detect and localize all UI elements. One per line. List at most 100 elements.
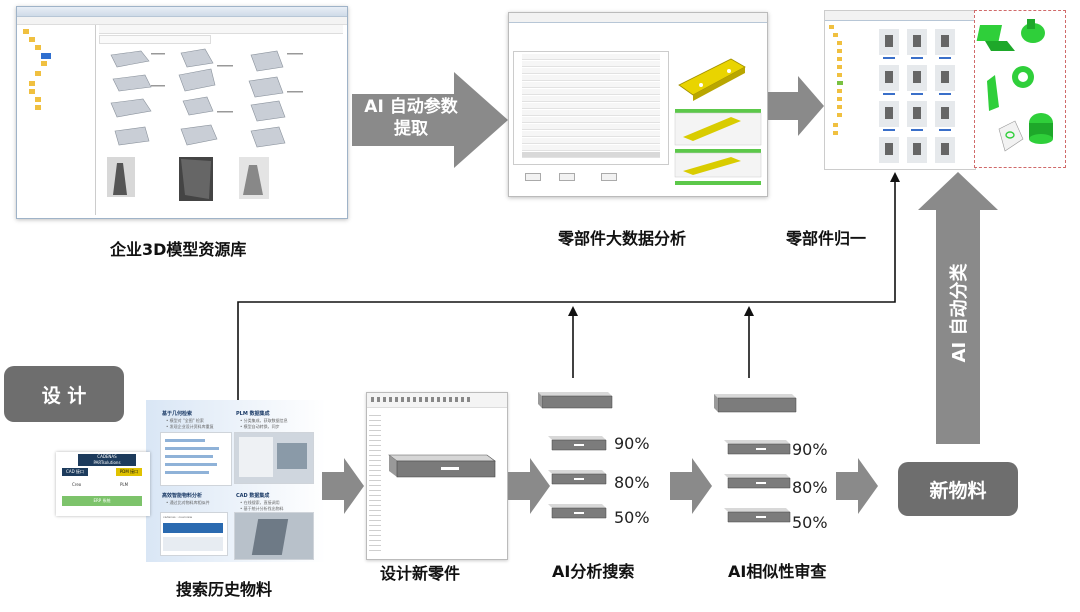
- library-menubar: [17, 17, 347, 25]
- feedback-line: [237, 178, 896, 400]
- extract-arrow-label: AI 自动参数 提取: [356, 96, 466, 140]
- classify-arrow: [918, 172, 998, 444]
- feature-4-title: CAD 数据集成: [236, 493, 270, 499]
- review-pct-80: 80%: [792, 478, 828, 497]
- feature-3-b1: • 通过比对物料库相似件: [166, 500, 210, 505]
- library-titlebar: [17, 7, 347, 17]
- caption-history: 搜索历史物料: [176, 580, 273, 599]
- folder-icon: [23, 29, 29, 34]
- cad-interface-box: CAD 接口: [62, 468, 88, 476]
- folder-icon: [35, 97, 41, 102]
- extract-label-line1: AI 自动参数: [364, 97, 458, 117]
- caption-ai-search: AI分析搜索: [552, 562, 635, 581]
- folder-icon: [35, 71, 41, 76]
- feature-4-b1: • 在线搜索，直接调用: [240, 500, 280, 505]
- search-pct-90: 90%: [614, 434, 650, 453]
- feature-2-b2: • 模型自动转换，同步: [240, 424, 280, 429]
- search-result-90: [548, 436, 607, 451]
- newpart-cad-window: [366, 392, 508, 560]
- geometry-search-screen: [160, 432, 232, 486]
- cadenas-diagram: CADENAS PARTsolutions CAD 接口 PDM 接口 Creo…: [56, 452, 150, 516]
- ai-search-parts: [538, 392, 613, 519]
- classify-arrow-label: AI 自动分类: [949, 263, 970, 363]
- part-thumb: [250, 126, 286, 148]
- history-to-newpart-arrow: [322, 458, 364, 514]
- folder-icon: [35, 45, 41, 50]
- arrowhead-normalize: [890, 172, 900, 182]
- plm-label: PLM: [120, 482, 129, 487]
- part-thumb: [112, 74, 152, 92]
- feature-1-b1: • 模型对 "全图" 检索: [166, 418, 204, 423]
- bigdata-window: [508, 12, 768, 197]
- model-library-window: [16, 6, 348, 219]
- library-tree-panel[interactable]: [19, 25, 96, 215]
- library-filter-bar[interactable]: [99, 25, 343, 34]
- plm-screen: [234, 432, 314, 484]
- library-tabs[interactable]: [99, 35, 211, 44]
- caption-ai-review: AI相似性审查: [728, 562, 827, 581]
- creo-label: Creo: [72, 482, 82, 487]
- bigdata-titlebar: [509, 13, 767, 23]
- screen-header-text: cadenas : overview: [163, 515, 193, 519]
- review-pct-50: 50%: [792, 513, 828, 532]
- ai-review-parts: [714, 394, 797, 523]
- feature-1-title: 基于几何检索: [162, 411, 193, 417]
- review-to-material-arrow: [836, 458, 878, 514]
- dialog-button[interactable]: [601, 173, 617, 181]
- selected-row[interactable]: [522, 152, 660, 157]
- dialog-button[interactable]: [525, 173, 541, 181]
- erp-box: ERP 系统: [62, 496, 142, 506]
- search-query-part: [538, 392, 613, 409]
- extract-arrow: [352, 72, 508, 168]
- newpart-toolbar[interactable]: [367, 393, 507, 408]
- part-thumbnail-grid: [107, 48, 303, 201]
- feature-4-b2: • 基于统计分析找出物料: [240, 506, 284, 511]
- caption-newpart: 设计新零件: [380, 564, 461, 583]
- bigdata-preview: [674, 58, 762, 185]
- part-thumb: [250, 50, 284, 72]
- cadenas-brand-line2: PARTsolutions: [93, 460, 121, 465]
- bigdata-table[interactable]: [513, 51, 669, 165]
- new-material-label: 新物料: [898, 462, 1018, 516]
- normalized-parts-panel: [974, 10, 1066, 168]
- caption-bigdata: 零部件大数据分析: [558, 229, 687, 248]
- cadenas-brand: CADENAS PARTsolutions: [78, 454, 136, 466]
- selected-node[interactable]: [41, 53, 51, 59]
- bigdata-buttons[interactable]: [525, 173, 665, 181]
- extract-label-line2: 提取: [394, 119, 428, 139]
- cad-screen: [234, 512, 314, 560]
- review-query-part: [714, 394, 797, 413]
- feature-2-b1: • 分类集成，获取数据信息: [240, 418, 288, 423]
- arrowhead-search: [568, 306, 578, 316]
- cadenas-brand-line1: CADENAS: [97, 454, 117, 459]
- part-thumb: [248, 76, 284, 98]
- newpart-model: [388, 454, 496, 478]
- design-label: 设 计: [4, 366, 124, 422]
- feature-1-b2: • 发现企业设计资料库重复: [166, 424, 214, 429]
- caption-library: 企业3D模型资源库: [110, 240, 247, 259]
- material-analysis-screen: cadenas : overview: [160, 512, 228, 556]
- arrowhead-review: [744, 306, 754, 316]
- folder-icon: [41, 61, 47, 66]
- part-thumb: [114, 126, 150, 146]
- search-pct-80: 80%: [614, 473, 650, 492]
- search-to-review-arrow: [670, 458, 712, 514]
- part-thumb: [182, 96, 214, 116]
- dialog-button[interactable]: [559, 173, 575, 181]
- pdm-interface-box: PDM 接口: [116, 468, 142, 476]
- part-thumb: [180, 124, 218, 146]
- normalize-thumb-grid: [879, 29, 955, 163]
- folder-icon: [29, 89, 35, 94]
- newpart-to-search-arrow: [508, 458, 550, 514]
- search-pct-50: 50%: [614, 508, 650, 527]
- review-pct-90: 90%: [792, 440, 828, 459]
- part-thumb: [110, 98, 152, 118]
- review-result-50: [724, 508, 791, 523]
- review-result-90: [724, 440, 791, 455]
- history-collage: 基于几何检索 • 模型对 "全图" 检索 • 发现企业设计资料库重复 PLM 数…: [56, 400, 326, 562]
- feature-3-title: 高效智能物料分析: [162, 493, 203, 499]
- newpart-model-tree[interactable]: [369, 411, 381, 555]
- normalize-tree[interactable]: [827, 23, 867, 163]
- part-thumb: [180, 48, 214, 68]
